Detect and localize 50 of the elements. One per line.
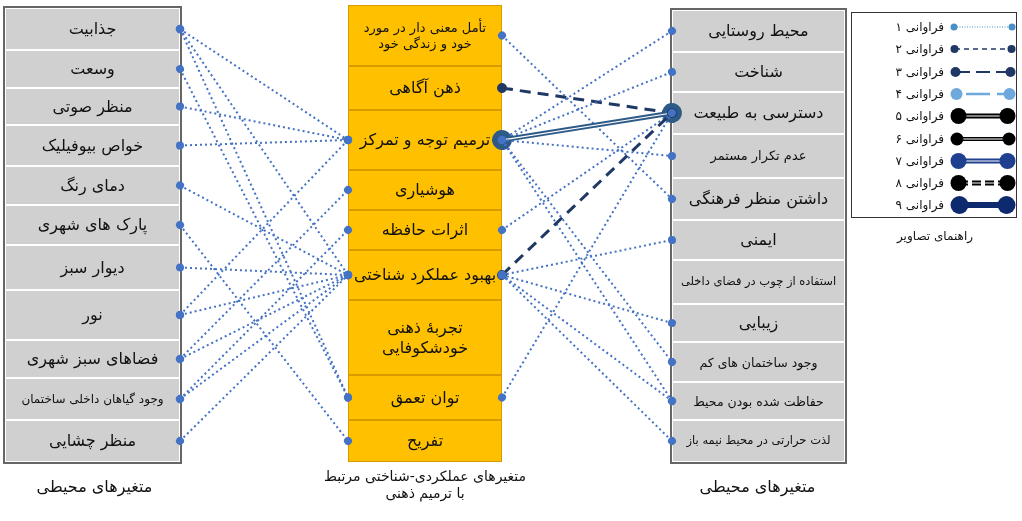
row-box: عدم تکرار مستمر (672, 134, 845, 178)
row-box: هوشیاری (348, 170, 502, 210)
row-box: بهبود عملکرد شناختی (348, 250, 502, 300)
row-box: پارک های شهری (5, 205, 180, 245)
row-box: اثرات حافظه (348, 210, 502, 250)
connector (176, 271, 352, 445)
row-box: دسترسی به طبیعت (672, 92, 845, 134)
row-box: تجربهٔ ذهنی خودشکوفایی (348, 300, 502, 375)
row-box: زیبایی (672, 304, 845, 342)
row-box: لذت حرارتی در محیط نیمه باز (672, 420, 845, 462)
legend-text: فراوانی ۴ (895, 85, 944, 102)
legend-text: فراوانی ۳ (895, 63, 944, 80)
connector (498, 271, 676, 445)
legend-title: راهنمای تصاویر (895, 229, 974, 244)
row-box: وجود ساختمان های کم (672, 342, 845, 382)
column-caption: متغیرهای محیطی (698, 477, 817, 497)
row-box: دیوار سبز (5, 245, 180, 290)
connector (492, 103, 682, 150)
row-box: تأمل معنی دار در مورد خود و زندگی خود (348, 5, 502, 66)
connector (176, 221, 352, 445)
column-caption: متغیرهای محیطی (35, 477, 154, 497)
legend-text: فراوانی ۲ (895, 41, 944, 58)
row-box: منظر چشایی (5, 420, 180, 462)
row-box: شناخت (672, 52, 845, 92)
legend-text: فراوانی ۶ (895, 130, 944, 147)
row-box: استفاده از چوب در فضای داخلی (672, 260, 845, 304)
row-box: تفریح (348, 420, 502, 462)
row-box: منظر صوتی (5, 88, 180, 125)
row-box: ایمنی (672, 220, 845, 260)
connector (498, 31, 676, 203)
row-box: داشتن منظر فرهنگی (672, 178, 845, 220)
row-box: نور (5, 290, 180, 340)
row-box: حفاظت شده بودن محیط (672, 382, 845, 420)
row-box: وجود گیاهان داخلی ساختمان (5, 378, 180, 420)
row-box: محیط روستایی (672, 10, 845, 52)
row-box: ذهن آگاهی (348, 66, 502, 110)
legend-text: فراوانی ۸ (895, 175, 944, 192)
legend-text: فراوانی ۷ (895, 152, 944, 169)
row-box: ترمیم توجه و تمرکز (348, 110, 502, 170)
legend-text: فراوانی ۵ (895, 108, 944, 125)
row-box: توان تعمق (348, 375, 502, 420)
legend-text: فراوانی ۱ (895, 19, 944, 35)
column-caption: متغیرهای عملکردی-شناختی مرتبط با ترمیم ذهنی (322, 468, 528, 502)
row-box: وسعت (5, 50, 180, 88)
row-box: جذابیت (5, 8, 180, 50)
row-box: دمای رنگ (5, 166, 180, 205)
connector (497, 108, 677, 280)
legend-text: فراوانی ۹ (895, 197, 944, 214)
row-box: خواص بیوفیلیک (5, 125, 180, 166)
row-box: فضاهای سبز شهری (5, 340, 180, 378)
